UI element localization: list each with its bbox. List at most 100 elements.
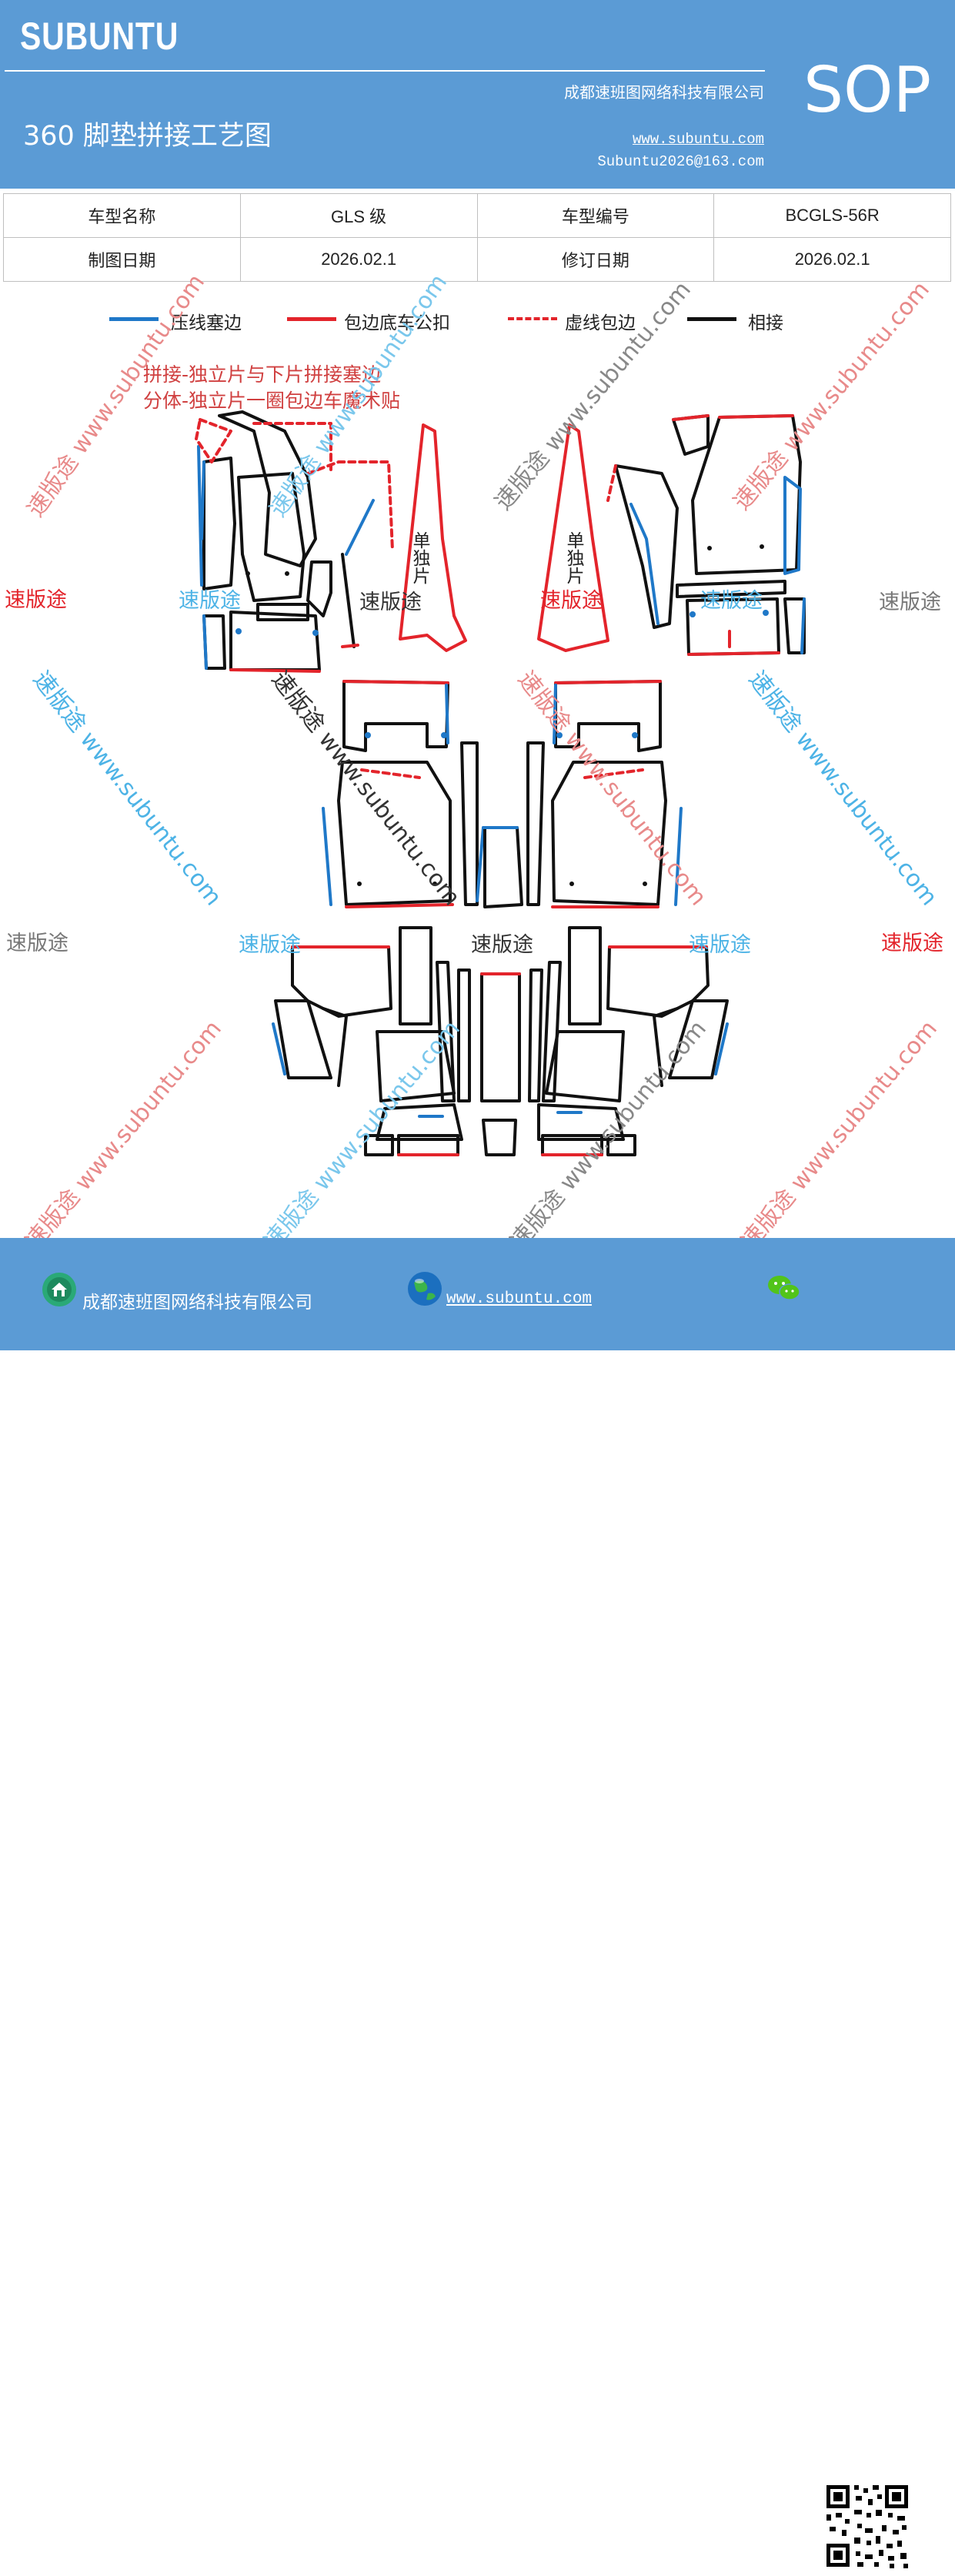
mat-hole (441, 732, 447, 738)
legend-swatch-blue (109, 317, 159, 321)
draw-date-label: 制图日期 (3, 237, 241, 282)
mat-piece (218, 410, 317, 567)
mat-hole (556, 732, 563, 738)
mat-piece (537, 1103, 625, 1141)
legend-label: 压线塞边 (171, 313, 242, 333)
legend: 压线塞边 包边底车公扣 虚线包边 相接 (0, 308, 955, 339)
mat-piece (272, 1022, 286, 1076)
watermark-brand: 速版途 (689, 933, 751, 957)
mat-piece (528, 969, 543, 1102)
footer-website-link[interactable]: www.subuntu.com (446, 1290, 593, 1308)
mat-hole (690, 611, 696, 617)
revise-date-label: 修订日期 (476, 237, 715, 282)
mat-hole (365, 732, 371, 738)
wechat-icon[interactable] (766, 1273, 802, 1304)
footer-company: 成都速班图网络科技有限公司 (82, 1293, 312, 1313)
mat-piece (672, 414, 710, 456)
website-link[interactable]: www.subuntu.com (632, 131, 764, 148)
mat-piece (360, 768, 421, 779)
mat-piece (345, 499, 375, 556)
mat-piece (606, 1134, 636, 1156)
mat-piece (687, 651, 780, 656)
company-name: 成都速班图网络科技有限公司 (564, 83, 764, 102)
mat-piece (606, 464, 617, 502)
floor-mat-diagram: 单独片 单独片 (195, 410, 806, 1156)
mat-piece (345, 903, 454, 908)
mat-piece (341, 644, 359, 648)
mat-piece (460, 741, 479, 906)
mat-piece (436, 961, 456, 1102)
email-text: Subuntu2026@163.com (597, 153, 764, 170)
mat-hole (763, 610, 769, 616)
mat-piece (337, 761, 452, 906)
mat-piece (200, 460, 205, 540)
mat-piece (545, 1030, 625, 1102)
note-line: 拼接-独立片与下片拼接塞边 (143, 363, 382, 386)
mat-piece (629, 503, 659, 625)
mat-piece (457, 969, 471, 1102)
mat-piece (783, 476, 802, 575)
mat-piece (553, 684, 557, 744)
mat-piece (526, 741, 545, 906)
mat-piece (252, 422, 332, 471)
mat-hole (357, 882, 362, 886)
full-set-mat-group (272, 926, 729, 1156)
legend-label: 相接 (748, 313, 783, 333)
watermark-brand: 速版途 (359, 590, 422, 614)
mat-piece (542, 961, 562, 1102)
revise-date-value: 2026.02.1 (713, 237, 951, 282)
process-notes: 拼接-独立片与下片拼接塞边 分体-独立片一圈包边车魔术贴 (143, 362, 400, 414)
mat-piece (718, 414, 794, 419)
mat-piece (783, 597, 806, 654)
single-piece-label-left: 单独片 (409, 531, 431, 584)
mat-piece (554, 680, 662, 752)
mat-piece (342, 680, 449, 752)
mat-piece (554, 680, 662, 684)
legend-swatch-red (287, 317, 336, 321)
watermark-brand: 速版途 (881, 932, 943, 955)
watermark-brand: 速版途 (239, 933, 301, 957)
model-code-value: BCGLS-56R (713, 193, 951, 238)
single-piece-right (537, 423, 609, 652)
mat-hole (643, 882, 647, 886)
front-left-mat-group (195, 410, 394, 673)
mat-hole (432, 882, 437, 886)
mat-hole (235, 628, 242, 634)
single-piece-label-right: 单独片 (563, 531, 585, 584)
mat-piece (341, 553, 356, 648)
mat-piece (342, 680, 449, 684)
mat-piece (364, 1134, 394, 1156)
mat-piece (482, 1119, 517, 1156)
mat-piece (202, 457, 236, 590)
mat-piece (672, 414, 710, 421)
single-piece-left (399, 423, 467, 652)
mat-piece (376, 1103, 463, 1141)
mat-piece (551, 761, 667, 906)
legend-label: 包边底车公扣 (344, 313, 450, 333)
watermark-brand: 速版途 (5, 588, 67, 612)
header-divider (5, 70, 765, 72)
mat-piece (800, 597, 806, 654)
mat-piece (480, 972, 521, 1102)
note-line: 分体-独立片一圈包边车魔术贴 (143, 390, 401, 412)
mat-piece (256, 603, 309, 621)
mat-hole (312, 630, 319, 636)
mat-hole (760, 544, 764, 549)
mat-hole (707, 546, 712, 550)
mat-piece (668, 999, 729, 1079)
mat-piece (483, 826, 523, 908)
mat-piece (476, 826, 485, 902)
mat-piece (714, 1022, 729, 1076)
watermark-brand: 速版途 (179, 589, 241, 613)
mat-piece (202, 614, 208, 670)
mat-piece (274, 999, 332, 1079)
mat-piece (306, 460, 394, 552)
mat-piece (237, 472, 306, 602)
table-row: 车型名称 GLS 级 车型编号 BCGLS-56R (3, 193, 951, 238)
mat-piece (614, 464, 679, 629)
watermark-brand: 速版途 (879, 590, 941, 614)
mat-piece (322, 1007, 348, 1087)
mat-piece (229, 668, 321, 673)
mat-piece (568, 926, 602, 1025)
page-title: 360 脚垫拼接工艺图 (23, 121, 272, 152)
